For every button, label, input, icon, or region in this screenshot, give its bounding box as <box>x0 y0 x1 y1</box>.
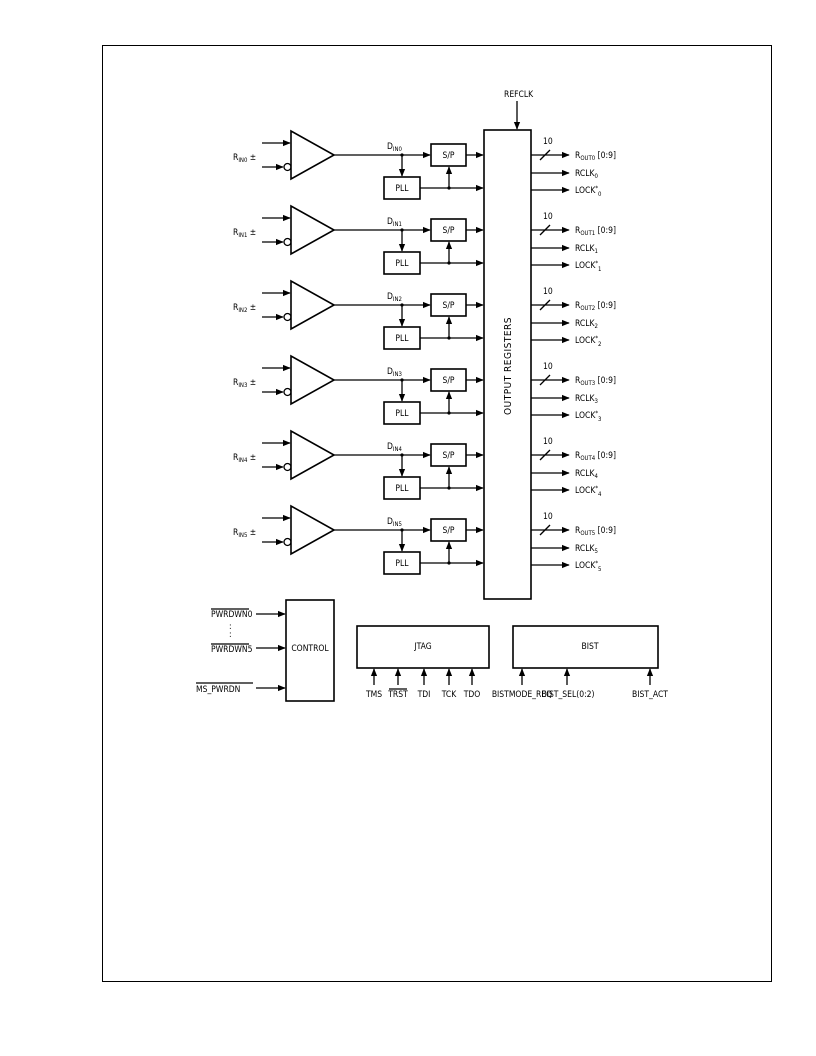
refclk-label: REFCLK <box>504 90 534 100</box>
page-frame <box>102 45 772 982</box>
ch5-bus-width-label: 10 <box>543 512 553 522</box>
ch2-bus-slash <box>539 299 551 311</box>
ch4-rclk-label: RCLK4 <box>575 469 599 480</box>
jtag-label: JTAG <box>413 642 431 652</box>
ch4-inversion-bubble <box>283 462 292 472</box>
ch2-rin-label: RIN2 ± <box>233 303 256 314</box>
ch1-rclk-label: RCLK1 <box>575 244 598 255</box>
ch1-rout-label: ROUT1 [0:9] <box>575 226 616 237</box>
jtag-block <box>356 625 490 669</box>
ch4-rout-label: ROUT4 [0:9] <box>575 451 616 462</box>
ch0-rout-label: ROUT0 [0:9] <box>575 151 616 162</box>
output-registers-label: OUTPUT REGISTERS <box>503 317 514 415</box>
ch0-lock-label: LOCK*0 <box>575 185 602 198</box>
ch4-din-label: DIN4 <box>387 442 403 453</box>
ch4-receiver-amplifier <box>290 429 336 481</box>
control-block <box>285 599 335 702</box>
jtag-pins: TMS TRST TDI TCK TDO <box>365 668 481 700</box>
ch3-receiver-amplifier <box>290 354 336 406</box>
ch5-rin-label: RIN5 ± <box>233 528 256 539</box>
ch3-rin-label: RIN3 ± <box>233 378 256 389</box>
ch1-sp-label: S/P <box>442 226 454 236</box>
ch0-sp-label: S/P <box>442 151 454 161</box>
ch0-inversion-bubble <box>283 162 292 172</box>
ch3-bus-slash <box>539 374 551 386</box>
ch2-bus-width-label: 10 <box>543 287 553 297</box>
ch3-rout-label: ROUT3 [0:9] <box>575 376 616 387</box>
ch1-bus-slash <box>539 224 551 236</box>
ch0-rin-label: RIN0 ± <box>233 153 256 164</box>
ch3-sp-label: S/P <box>442 376 454 386</box>
jtag-tdo-label: TDO <box>463 690 481 700</box>
ch5-rout-label: ROUT5 [0:9] <box>575 526 616 537</box>
ch5-lock-label: LOCK*5 <box>575 560 601 573</box>
ch4-bus-slash <box>539 449 551 461</box>
bist-pin-2-label: BIST_ACT <box>632 690 668 700</box>
ch4-pll-label: PLL <box>395 484 409 494</box>
jtag-tck-label: TCK <box>441 690 458 700</box>
ch1-inversion-bubble <box>283 237 292 247</box>
output-registers-block <box>483 129 532 600</box>
ch1-pll-label: PLL <box>395 259 409 269</box>
bist-label: BIST <box>581 642 598 652</box>
ch2-receiver-amplifier <box>290 279 336 331</box>
ch3-din-label: DIN3 <box>387 367 402 378</box>
ch0-bus-slash <box>539 149 551 161</box>
ch5-bus-slash <box>539 524 551 536</box>
bist-pin-0-label: BISTMODE_REQ <box>492 690 552 700</box>
ch2-inversion-bubble <box>283 312 292 322</box>
ch4-lock-label: LOCK*4 <box>575 485 602 498</box>
ch4-bus-width-label: 10 <box>543 437 553 447</box>
ch5-receiver-amplifier <box>290 504 336 556</box>
ch2-rout-label: ROUT2 [0:9] <box>575 301 616 312</box>
ch2-lock-label: LOCK*2 <box>575 335 601 348</box>
ch0-din-label: DIN0 <box>387 142 403 153</box>
ch1-din-label: DIN1 <box>387 217 402 228</box>
ch0-rclk-label: RCLK0 <box>575 169 599 180</box>
ch3-rclk-label: RCLK3 <box>575 394 598 405</box>
ch0-pll-label: PLL <box>395 184 409 194</box>
control-label: CONTROL <box>291 644 329 654</box>
ch3-pll-label: PLL <box>395 409 409 419</box>
ch0-bus-width-label: 10 <box>543 137 553 147</box>
ch1-rin-label: RIN1 ± <box>233 228 256 239</box>
ch3-lock-label: LOCK*3 <box>575 410 601 423</box>
pwrdwn-ellipsis-2: : <box>229 630 232 640</box>
ch0-receiver-amplifier <box>290 129 336 181</box>
ch2-rclk-label: RCLK2 <box>575 319 598 330</box>
pwrdwn-ellipsis-1: : <box>229 622 232 632</box>
ch2-pll-label: PLL <box>395 334 409 344</box>
jtag-tms-label: TMS <box>365 690 382 700</box>
ch3-inversion-bubble <box>283 387 292 397</box>
jtag-trst-label: TRST <box>387 690 408 700</box>
ch1-bus-width-label: 10 <box>543 212 553 222</box>
ms-pwrdn-label: MS_PWRDN <box>196 685 240 695</box>
ch1-lock-label: LOCK*1 <box>575 260 601 273</box>
pwrdwn5-label: PWRDWN5 <box>211 645 253 655</box>
ch5-inversion-bubble <box>283 537 292 547</box>
ch1-receiver-amplifier <box>290 204 336 256</box>
ch2-din-label: DIN2 <box>387 292 402 303</box>
ch5-din-label: DIN5 <box>387 517 402 528</box>
ch4-rin-label: RIN4 ± <box>233 453 256 464</box>
bist-pin-1-label: BIST_SEL(0:2) <box>541 690 594 700</box>
ch3-bus-width-label: 10 <box>543 362 553 372</box>
jtag-tdi-label: TDI <box>417 690 431 700</box>
bist-block <box>512 625 659 669</box>
pwrdwn0-label: PWRDWN0 <box>211 610 253 620</box>
ch4-sp-label: S/P <box>442 451 454 461</box>
ch2-sp-label: S/P <box>442 301 454 311</box>
ch5-pll-label: PLL <box>395 559 409 569</box>
ch5-rclk-label: RCLK5 <box>575 544 598 555</box>
ch5-sp-label: S/P <box>442 526 454 536</box>
